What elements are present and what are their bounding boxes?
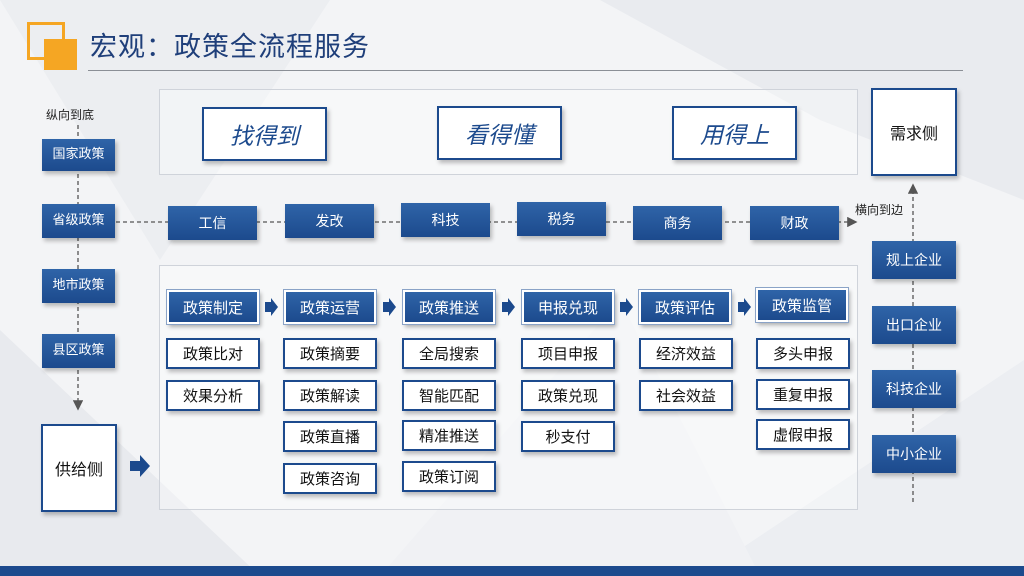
stage-item: 重复申报 <box>756 379 850 410</box>
gov-level-national: 国家政策 <box>42 139 115 171</box>
slogan-use: 用得上 <box>672 106 797 160</box>
page-title: 宏观：政策全流程服务 <box>90 32 370 63</box>
arrow-right-icon <box>383 298 396 316</box>
stage-item: 政策订阅 <box>402 461 496 492</box>
stage-item: 政策兑现 <box>521 380 615 411</box>
stage-item: 政策解读 <box>283 380 377 411</box>
gov-level-municipal: 地市政策 <box>42 269 115 303</box>
dept-box: 商务 <box>633 206 722 240</box>
arrow-right-icon <box>738 298 751 316</box>
arrow-right-icon <box>265 298 278 316</box>
gov-level-county: 县区政策 <box>42 334 115 368</box>
dept-box: 发改 <box>285 204 374 238</box>
vertical-label: 纵向到底 <box>46 108 95 122</box>
stage-item: 虚假申报 <box>756 419 850 450</box>
horizontal-label: 横向到边 <box>855 203 904 217</box>
enterprise-box: 科技企业 <box>872 370 956 408</box>
stage-item: 项目申报 <box>521 338 615 369</box>
stage-item: 全局搜索 <box>402 338 496 369</box>
demand-side-box: 需求侧 <box>871 88 957 176</box>
stage-item: 社会效益 <box>639 380 733 411</box>
stage-item: 政策比对 <box>166 338 260 369</box>
enterprise-box: 规上企业 <box>872 241 956 279</box>
stage-item: 智能匹配 <box>402 380 496 411</box>
stage-header: 政策运营 <box>283 289 377 325</box>
stage-header: 政策评估 <box>638 289 732 325</box>
stage-header: 政策制定 <box>166 289 260 325</box>
slogan-understand: 看得懂 <box>437 106 562 160</box>
arrow-right-icon <box>130 455 150 477</box>
stage-item: 经济效益 <box>639 338 733 369</box>
footer-bar <box>0 566 1024 576</box>
gov-level-provincial: 省级政策 <box>42 204 115 238</box>
slogan-find: 找得到 <box>202 107 327 161</box>
dept-box: 税务 <box>517 202 606 236</box>
stage-item: 多头申报 <box>756 338 850 369</box>
stage-item: 精准推送 <box>402 420 496 451</box>
dept-box: 财政 <box>750 206 839 240</box>
arrow-right-icon <box>620 298 633 316</box>
stage-header: 政策推送 <box>402 289 496 325</box>
stage-header: 政策监管 <box>755 287 849 323</box>
stage-item: 效果分析 <box>166 380 260 411</box>
stage-item: 政策直播 <box>283 421 377 452</box>
stage-item: 秒支付 <box>521 421 615 452</box>
enterprise-box: 中小企业 <box>872 435 956 473</box>
enterprise-box: 出口企业 <box>872 306 956 344</box>
title-divider <box>88 70 963 71</box>
logo-square-fill <box>44 39 77 70</box>
stage-item: 政策摘要 <box>283 338 377 369</box>
stage-header: 申报兑现 <box>521 289 615 325</box>
supply-side-box: 供给侧 <box>41 424 117 512</box>
dept-box: 科技 <box>401 203 490 237</box>
arrow-right-icon <box>502 298 515 316</box>
stage-item: 政策咨询 <box>283 463 377 494</box>
dept-box: 工信 <box>168 206 257 240</box>
